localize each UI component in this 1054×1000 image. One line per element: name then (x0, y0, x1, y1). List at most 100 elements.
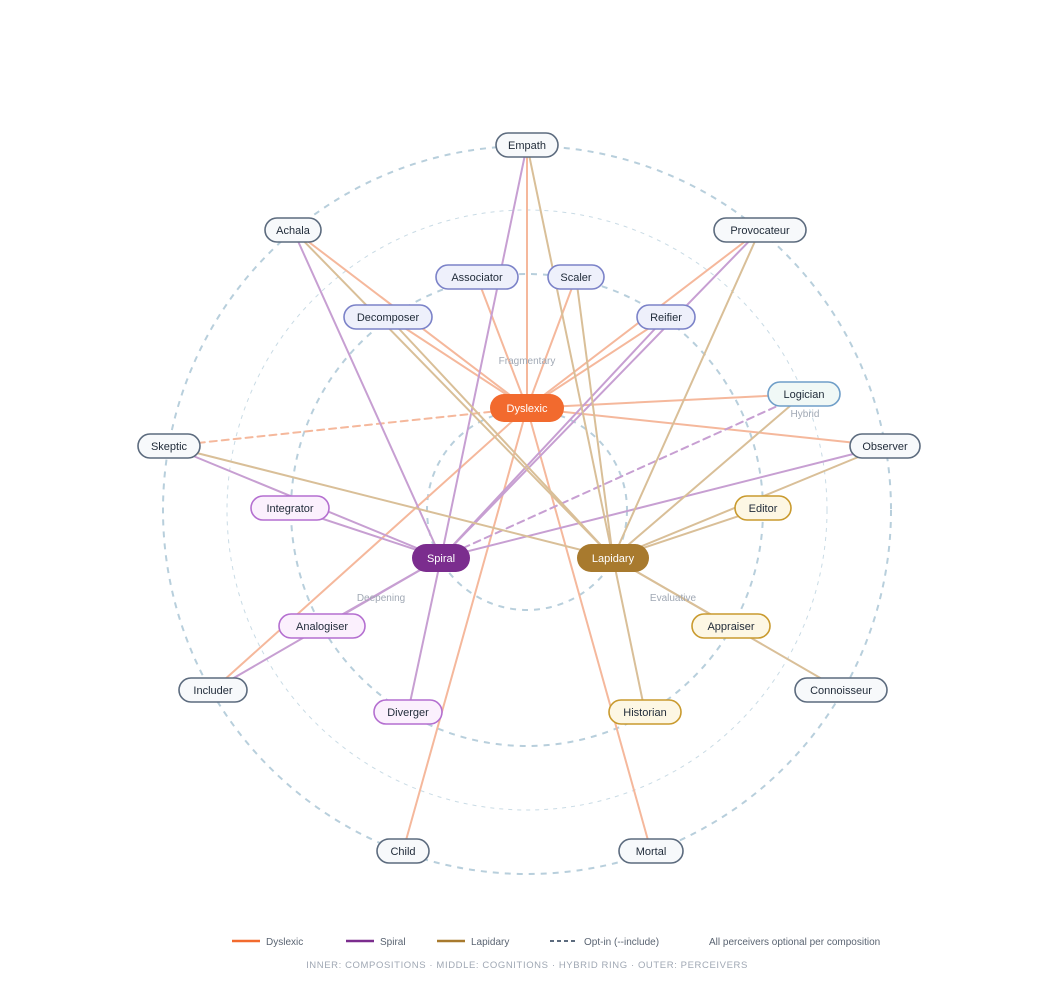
edge-lapidary-empath (526, 144, 614, 559)
outer-ring (162, 145, 892, 875)
node-integrator-pill (250, 495, 330, 521)
node-skeptic-label: Skeptic (151, 441, 188, 453)
node-editor-label: Editor (749, 503, 778, 515)
node-child-label: Child (390, 846, 415, 858)
node-provocateur[interactable]: Provocateur (713, 217, 807, 243)
legend-label-optin: Opt-in (--include) (584, 937, 659, 948)
region-label-evaluative: Evaluative (650, 593, 697, 604)
node-provocateur-pill (713, 217, 807, 243)
node-integrator-label: Integrator (266, 503, 313, 515)
edge-spiral-provocateur (440, 229, 761, 559)
edge-dyslexic-skeptic (168, 407, 528, 447)
node-associator[interactable]: Associator (435, 264, 519, 290)
node-analogiser-label: Analogiser (296, 621, 348, 633)
node-scaler[interactable]: Scaler (547, 264, 605, 290)
node-decomposer[interactable]: Decomposer (343, 304, 433, 330)
edge-dyslexic-reifier (526, 316, 667, 409)
node-lapidary-pill (577, 544, 649, 572)
node-child-pill (376, 838, 430, 864)
node-includer[interactable]: Includer (178, 677, 248, 703)
legend-label-dyslexic: Dyslexic (266, 937, 303, 948)
node-includer-pill (178, 677, 248, 703)
node-historian[interactable]: Historian (608, 699, 682, 725)
edge-dyslexic-logician (526, 393, 805, 409)
node-historian-label: Historian (623, 707, 666, 719)
edge-spiral-reifier (440, 316, 667, 559)
region-label-hybrid: Hybrid (791, 409, 820, 420)
node-editor[interactable]: Editor (734, 495, 792, 521)
node-connoisseur-pill (794, 677, 888, 703)
node-associator-pill (435, 264, 519, 290)
node-reifier-pill (636, 304, 696, 330)
region-label-deepening: Deepening (357, 593, 405, 604)
node-mortal[interactable]: Mortal (618, 838, 684, 864)
node-historian-pill (608, 699, 682, 725)
node-includer-label: Includer (193, 685, 232, 697)
node-child[interactable]: Child (376, 838, 430, 864)
node-editor-pill (734, 495, 792, 521)
edge-lapidary-achala (292, 229, 614, 559)
footer-caption: INNER: COMPOSITIONS · MIDDLE: COGNITIONS… (306, 960, 748, 971)
legend: Dyslexic Spiral Lapidary Opt-in (--inclu… (232, 937, 880, 948)
edge-lapidary-logician (612, 393, 805, 559)
edge-spiral-observer (440, 445, 886, 559)
node-connoisseur[interactable]: Connoisseur (794, 677, 888, 703)
edge-dyslexic-observer (526, 407, 886, 447)
node-empath[interactable]: Empath (495, 132, 559, 158)
edge-lapidary-provocateur (612, 229, 761, 559)
edge-lapidary-skeptic (168, 445, 614, 559)
node-skeptic-pill (137, 433, 201, 459)
node-decomposer-label: Decomposer (357, 312, 420, 324)
node-decomposer-pill (343, 304, 433, 330)
node-spiral-label: Spiral (427, 553, 455, 565)
edge-dyslexic-scaler (526, 276, 577, 409)
edge-dyslexic-decomposer (387, 316, 528, 409)
legend-label-spiral: Spiral (380, 937, 406, 948)
node-observer[interactable]: Observer (849, 433, 921, 459)
node-diverger[interactable]: Diverger (373, 699, 443, 725)
node-scaler-pill (547, 264, 605, 290)
node-logician-label: Logician (784, 389, 825, 401)
node-associator-label: Associator (451, 272, 503, 284)
node-integrator[interactable]: Integrator (250, 495, 330, 521)
node-achala[interactable]: Achala (264, 217, 322, 243)
edge-dyslexic-child (402, 407, 528, 852)
node-mortal-pill (618, 838, 684, 864)
edge-spiral-diverger (407, 557, 442, 713)
node-skeptic[interactable]: Skeptic (137, 433, 201, 459)
node-achala-pill (264, 217, 322, 243)
region-labels: Fragmentary Hybrid Deepening Evaluative (357, 356, 820, 604)
node-analogiser[interactable]: Analogiser (278, 613, 366, 639)
node-lapidary-label: Lapidary (592, 553, 635, 565)
node-observer-pill (849, 433, 921, 459)
edge-spiral-empath (440, 144, 528, 559)
node-achala-label: Achala (276, 225, 311, 237)
node-empath-pill (495, 132, 559, 158)
edge-lapidary-scaler (575, 276, 614, 559)
node-connoisseur-label: Connoisseur (810, 685, 872, 697)
node-lapidary[interactable]: Lapidary (577, 544, 649, 572)
node-dyslexic-pill (490, 394, 564, 422)
node-appraiser[interactable]: Appraiser (691, 613, 771, 639)
node-reifier-label: Reifier (650, 312, 682, 324)
node-mortal-label: Mortal (636, 846, 667, 858)
node-appraiser-pill (691, 613, 771, 639)
node-diverger-label: Diverger (387, 707, 429, 719)
legend-note: All perceivers optional per composition (709, 937, 880, 948)
node-diverger-pill (373, 699, 443, 725)
node-dyslexic[interactable]: Dyslexic (490, 394, 564, 422)
node-dyslexic-label: Dyslexic (507, 403, 548, 415)
node-reifier[interactable]: Reifier (636, 304, 696, 330)
node-scaler-label: Scaler (560, 272, 592, 284)
node-spiral-pill (412, 544, 470, 572)
node-logician-pill (767, 381, 841, 407)
node-empath-label: Empath (508, 140, 546, 152)
edge-lapidary-historian (612, 557, 646, 713)
node-provocateur-label: Provocateur (730, 225, 790, 237)
edge-dyslexic-mortal (526, 407, 652, 852)
node-spiral[interactable]: Spiral (412, 544, 470, 572)
edge-dyslexic-associator (476, 276, 528, 409)
node-logician[interactable]: Logician (767, 381, 841, 407)
